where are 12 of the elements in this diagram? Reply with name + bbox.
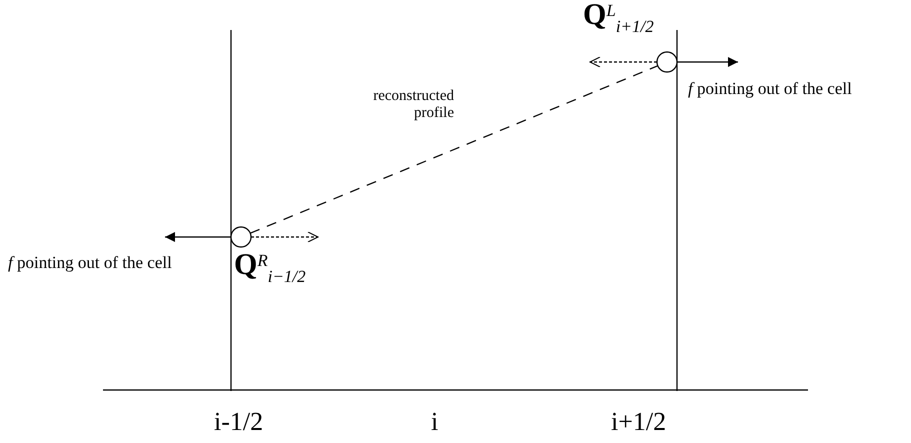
flux-label: f pointing out of the cell bbox=[8, 252, 172, 274]
arrow bbox=[677, 57, 738, 67]
flux-label: f pointing out of the cell bbox=[688, 78, 852, 100]
axis-label: i+1/2 bbox=[611, 406, 666, 438]
axis-label: i-1/2 bbox=[214, 406, 264, 438]
point-circle bbox=[656, 51, 678, 73]
dotted-arrow bbox=[251, 232, 318, 242]
point-circle bbox=[230, 226, 252, 248]
dashed-line bbox=[250, 65, 658, 234]
arrow bbox=[165, 232, 231, 242]
dotted-arrow bbox=[590, 56, 657, 68]
axis-label: i bbox=[431, 406, 438, 438]
